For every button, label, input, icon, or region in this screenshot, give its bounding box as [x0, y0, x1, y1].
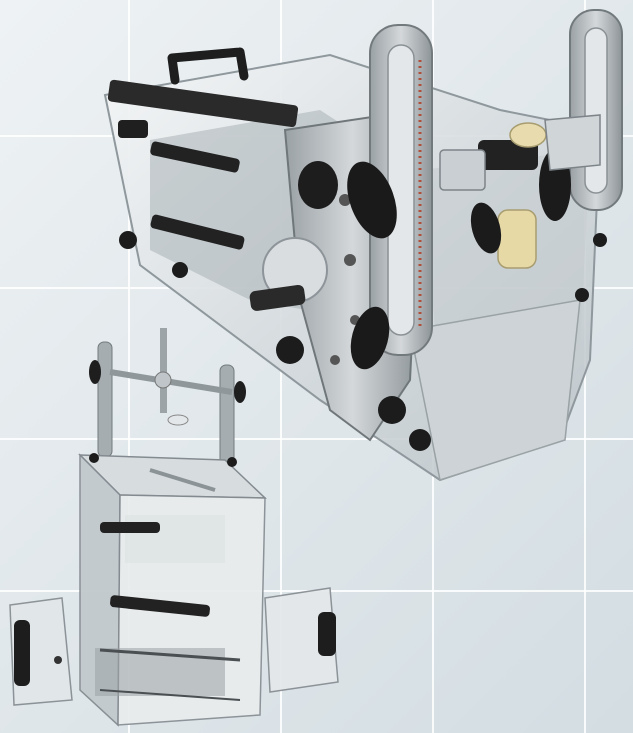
grid-line — [128, 0, 130, 733]
grid-line — [0, 438, 633, 440]
